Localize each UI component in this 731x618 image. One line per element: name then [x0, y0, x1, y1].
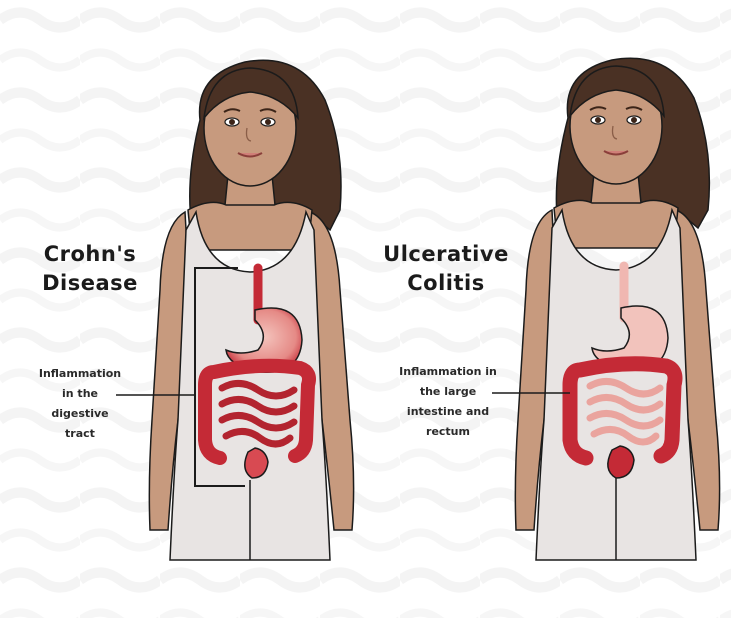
uc-callout: Inflammation in the large intestine and …	[386, 362, 510, 442]
crohns-title: Crohn's Disease	[30, 240, 150, 298]
uc-callout-line3: intestine and	[386, 402, 510, 422]
left-pupil	[595, 117, 601, 123]
crohns-callout-line1: Inflammation	[22, 364, 138, 384]
crohns-title-line2: Disease	[30, 269, 150, 298]
chest-skin	[188, 202, 312, 250]
crohns-callout-line2: in the	[22, 384, 138, 404]
chest-skin	[554, 200, 678, 248]
uc-callout-line2: the large	[386, 382, 510, 402]
right-pupil	[265, 119, 271, 125]
crohns-callout-line3: digestive	[22, 404, 138, 424]
left-pupil	[229, 119, 235, 125]
uc-callout-line1: Inflammation in	[386, 362, 510, 382]
crohns-callout: Inflammation in the digestive tract	[22, 364, 138, 444]
uc-title: Ulcerative Colitis	[372, 240, 520, 298]
crohns-title-line1: Crohn's	[30, 240, 150, 269]
crohns-callout-line4: tract	[22, 424, 138, 444]
uc-callout-line4: rectum	[386, 422, 510, 442]
uc-title-line1: Ulcerative	[372, 240, 520, 269]
right-pupil	[631, 117, 637, 123]
uc-title-line2: Colitis	[372, 269, 520, 298]
